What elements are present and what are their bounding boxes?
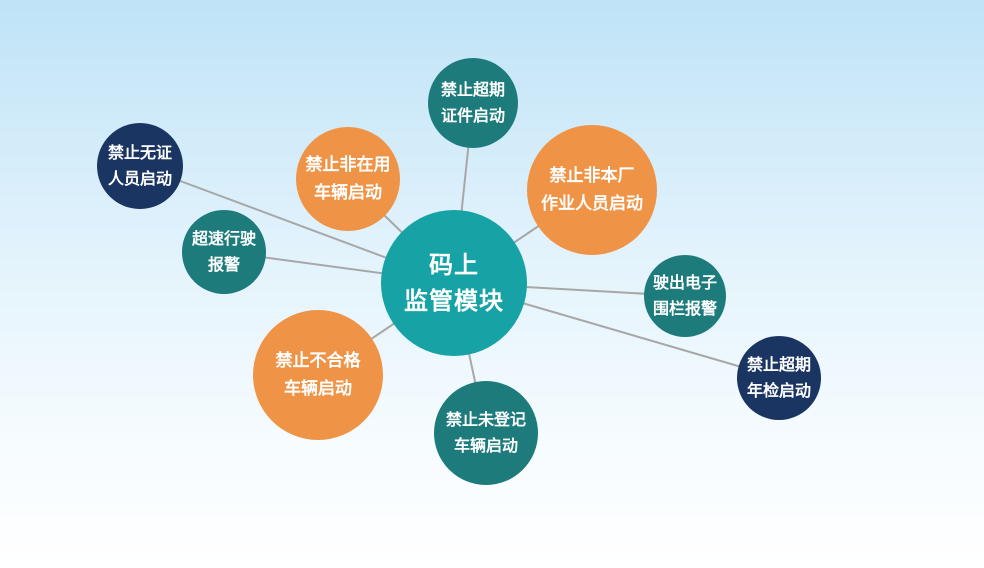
node-no-cert-staff: 禁止无证 人员启动 xyxy=(97,123,183,209)
node-speeding-alert: 超速行驶 报警 xyxy=(182,210,266,294)
center-label: 码上 监管模块 xyxy=(404,251,504,315)
watermark-text: 之安传统 xyxy=(901,541,978,563)
node-label: 禁止非在用 车辆启动 xyxy=(305,155,391,203)
watermark: e 之安传统 xyxy=(866,537,978,564)
node-label: 禁止超期 证件启动 xyxy=(440,80,505,125)
node-label: 禁止无证 人员启动 xyxy=(107,143,172,188)
node-label: 禁止未登记 车辆启动 xyxy=(445,410,526,455)
node-non-service-vehicle: 禁止非在用 车辆启动 xyxy=(296,127,400,231)
node-unregistered-vehicle: 禁止未登记 车辆启动 xyxy=(434,381,538,485)
node-label: 驶出电子 围栏报警 xyxy=(652,273,717,318)
node-label: 禁止超期 年检启动 xyxy=(746,355,811,400)
watermark-logo-icon: e xyxy=(866,537,899,564)
node-overdue-inspection: 禁止超期 年检启动 xyxy=(737,336,821,420)
node-label: 禁止非本厂 作业人员启动 xyxy=(541,166,643,214)
node-unqualified-vehicle: 禁止不合格 车辆启动 xyxy=(253,310,383,440)
node-geofence-alert: 驶出电子 围栏报警 xyxy=(644,255,726,337)
center-node: 码上 监管模块 xyxy=(381,210,527,356)
node-overdue-cert: 禁止超期 证件启动 xyxy=(428,58,518,148)
node-label: 超速行驶 报警 xyxy=(191,229,256,274)
node-label: 禁止不合格 车辆启动 xyxy=(275,351,361,399)
node-non-factory-staff: 禁止非本厂 作业人员启动 xyxy=(527,125,657,255)
